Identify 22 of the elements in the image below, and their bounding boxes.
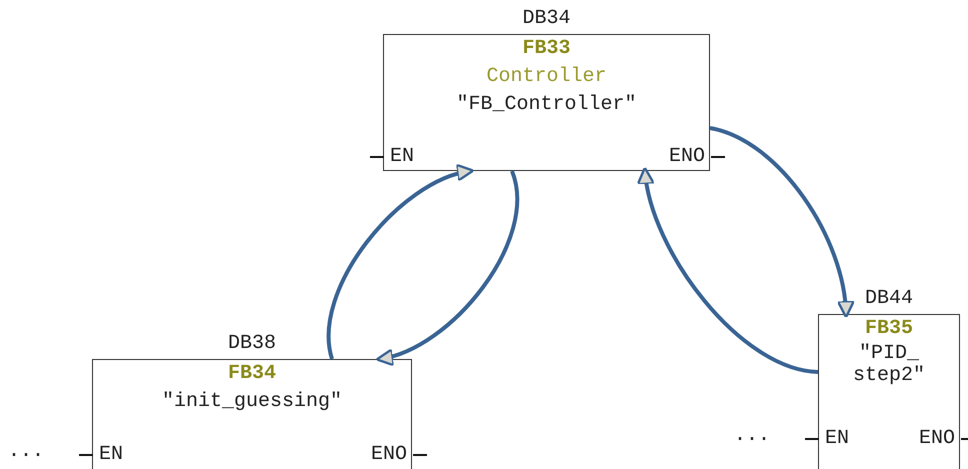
curved-arrow (638, 166, 818, 374)
block-number: FB34 (226, 363, 277, 385)
continuation-dots: ... (8, 441, 44, 463)
instance-db-label: DB44 (864, 288, 914, 310)
continuation-dots: ... (734, 425, 770, 447)
pin-label: ENO (918, 428, 955, 450)
instance-db-label: DB34 (521, 8, 572, 30)
pin-label: ENO (668, 146, 705, 168)
block-number: FB33 (521, 38, 572, 60)
pin-label: ENO (370, 444, 407, 466)
block-name: "FB_Controller" (455, 94, 638, 116)
curved-arrow (709, 126, 854, 318)
block-name: "PID_ step2" (852, 343, 926, 387)
block-comment: Controller (485, 66, 608, 88)
pin-label: EN (390, 146, 414, 168)
curved-arrow (376, 170, 519, 365)
block-number: FB35 (864, 318, 914, 340)
instance-db-label: DB38 (226, 333, 277, 355)
pin-label: EN (99, 444, 124, 466)
pin-label: EN (825, 428, 850, 450)
curved-arrow (326, 165, 474, 360)
block-name: "init_guessing" (160, 391, 344, 413)
